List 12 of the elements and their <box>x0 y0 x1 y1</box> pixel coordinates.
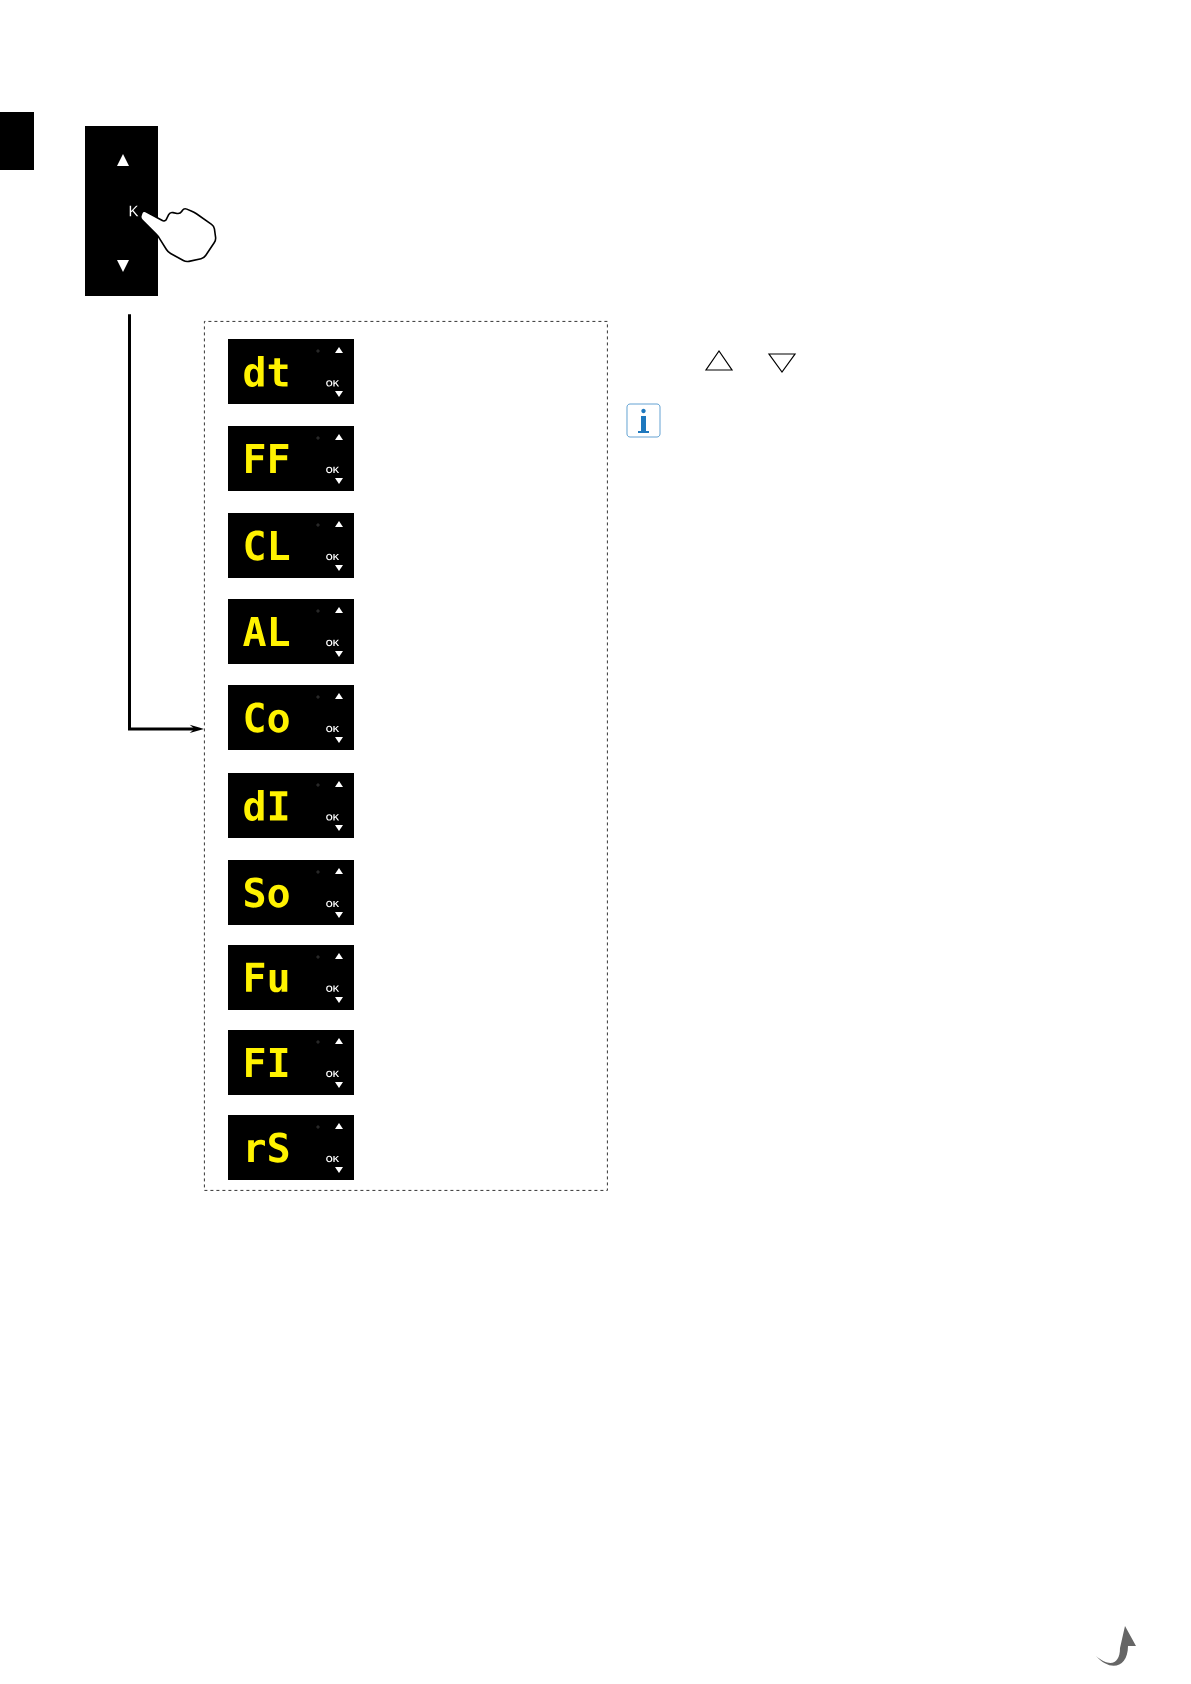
lcd-display: Fu OK <box>228 945 354 1010</box>
keypad: K <box>85 126 158 296</box>
lcd-display: So OK <box>228 860 354 925</box>
lcd-display: CL OK <box>228 513 354 578</box>
lcd-display: FI OK <box>228 1030 354 1095</box>
lcd-display: dt OK <box>228 339 354 404</box>
lcd-display: dI OK <box>228 773 354 838</box>
dashed-frame <box>204 321 608 1191</box>
lcd-display: rS OK <box>228 1115 354 1180</box>
lcd-display: Co OK <box>228 685 354 750</box>
lcd-display: AL OK <box>228 599 354 664</box>
lcd-display: FF OK <box>228 426 354 491</box>
